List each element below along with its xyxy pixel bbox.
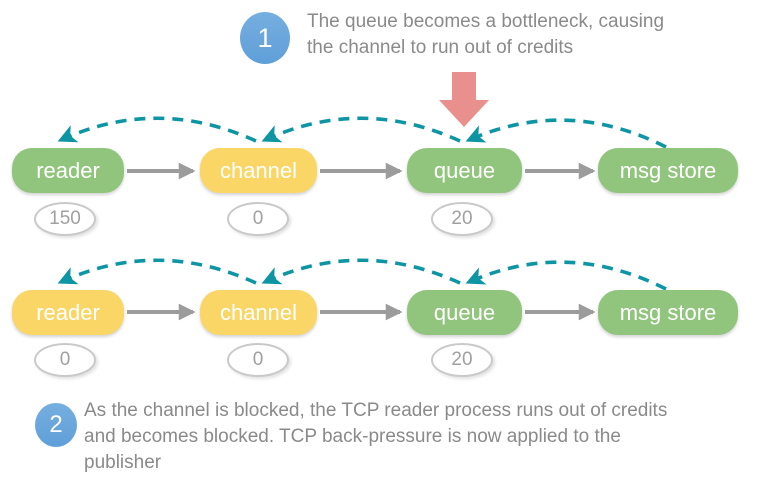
- credit-badge-queue-row2: 20: [431, 343, 493, 377]
- step-badge-2: 2: [35, 403, 77, 447]
- credit-badge-channel-row1: 0: [227, 202, 289, 236]
- node-label: msg store: [619, 299, 717, 325]
- bottleneck-down-arrow-icon: [439, 72, 489, 127]
- node-channel-row2: channel: [200, 290, 317, 335]
- credit-badge-reader-row1: 150: [34, 202, 96, 236]
- credit-badge-queue-row1: 20: [431, 202, 493, 236]
- node-label: reader: [36, 157, 100, 183]
- credit-flow-arc-icon: [261, 116, 461, 143]
- step-note-1: The queue becomes a bottleneck, causing …: [307, 11, 665, 58]
- step-badge-1: 1: [240, 12, 290, 64]
- step-number: 1: [257, 22, 273, 53]
- credit-flow-arc-icon: [465, 260, 667, 291]
- node-msg-store-row2: msg store: [598, 290, 738, 335]
- credit-flow-arc-icon: [57, 258, 257, 285]
- node-queue-row2: queue: [407, 290, 522, 335]
- credit-flow-arc-icon: [261, 258, 461, 285]
- node-label: reader: [36, 299, 100, 325]
- node-msg-store-row1: msg store: [598, 148, 738, 193]
- credit-flow-arc-icon: [57, 116, 257, 143]
- node-label: queue: [433, 299, 496, 325]
- node-label: channel: [219, 299, 298, 325]
- node-reader-row1: reader: [12, 148, 124, 193]
- node-reader-row2: reader: [12, 290, 124, 335]
- step-number: 2: [49, 411, 63, 438]
- step-note-2: As the channel is blocked, the TCP reade…: [84, 400, 668, 473]
- node-label: channel: [219, 157, 298, 183]
- node-channel-row1: channel: [200, 148, 317, 193]
- node-label: msg store: [619, 157, 717, 183]
- node-queue-row1: queue: [407, 148, 522, 193]
- node-label: queue: [433, 157, 496, 183]
- credit-badge-reader-row2: 0: [34, 343, 96, 377]
- credit-flow-arc-icon: [465, 118, 667, 149]
- credit-badge-channel-row2: 0: [227, 343, 289, 377]
